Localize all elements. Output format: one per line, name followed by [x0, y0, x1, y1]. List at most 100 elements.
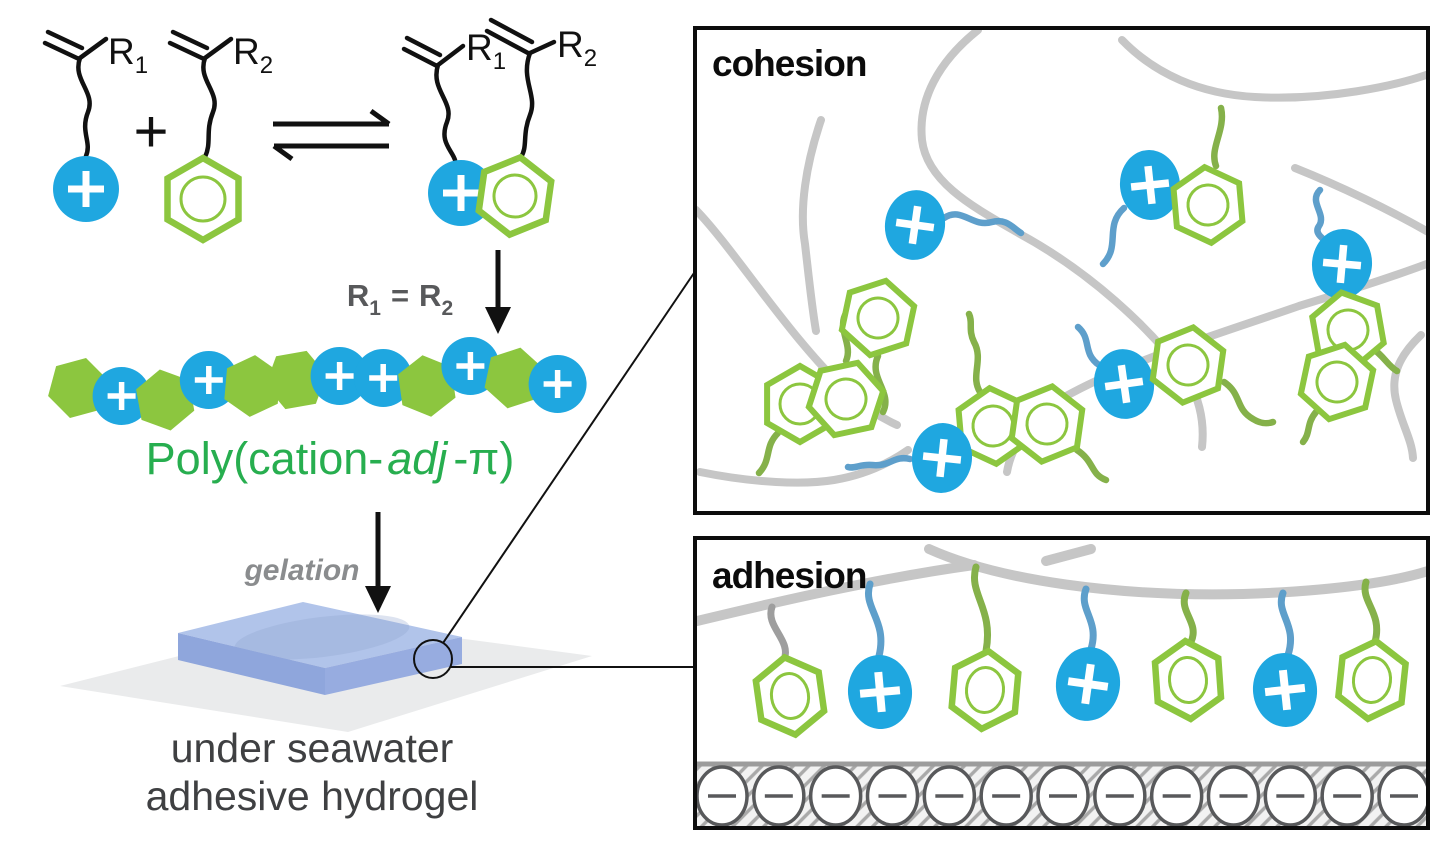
- pendant-tether: [1080, 585, 1097, 653]
- surface-anion-icon: [1263, 765, 1318, 826]
- hydrogel-illustration: [60, 272, 695, 732]
- bond-to-r1: [77, 36, 109, 61]
- arene-icon: [1008, 382, 1086, 466]
- cation-icon: [1093, 349, 1155, 419]
- callout-line-upper: [442, 272, 695, 644]
- bond-to-r2: [527, 39, 557, 56]
- arene-icon: [805, 359, 887, 439]
- polymer-chain: [48, 337, 587, 431]
- pendant-tether: [1361, 578, 1381, 646]
- surface-anion-icon: [865, 765, 920, 826]
- surface-anion-icon: [979, 765, 1033, 826]
- surface-anion-icon: [922, 765, 977, 826]
- cation-icon: [92, 367, 151, 425]
- polymer-unit-arene-icon: [265, 350, 327, 410]
- polymer-unit-arene-icon: [398, 355, 456, 417]
- pendant-tether: [1220, 378, 1277, 427]
- gelation-label: gelation: [243, 554, 359, 587]
- r2-label: R2: [233, 31, 273, 79]
- cation-icon: [1252, 653, 1318, 727]
- surface-anion-icon: [752, 765, 806, 826]
- pendant-tether: [1211, 104, 1226, 170]
- polymer-backbone-chain: [697, 560, 979, 626]
- arene-icon: [752, 653, 828, 739]
- pendant-tether: [844, 454, 914, 471]
- cation-icon: [179, 351, 238, 409]
- bond-to-r2: [202, 36, 234, 61]
- pendant-tether: [1073, 446, 1110, 484]
- pendant-tether: [865, 580, 885, 660]
- polymer-unit-arene-icon: [484, 347, 544, 409]
- vinyl-double-bond: [42, 29, 85, 62]
- pendant-tether: [1299, 408, 1320, 446]
- adhesion-pendants: [752, 637, 1409, 739]
- hydrogel-slab-top-face: [178, 602, 462, 668]
- cation-icon: [1055, 647, 1121, 721]
- surface-anion-icon: [1036, 765, 1090, 826]
- adhesion-panel: adhesion: [693, 536, 1430, 830]
- pendant-tether: [971, 563, 991, 655]
- surface-anion-icon: [1320, 765, 1374, 826]
- cohesion-pendants: [764, 150, 1387, 493]
- surface-anion-row: [697, 765, 1426, 826]
- pendant-tether: [1277, 589, 1294, 659]
- alkyl-tail: [76, 55, 92, 159]
- r1-label: R1: [108, 31, 148, 79]
- polymer-backbone-chain: [924, 544, 1426, 600]
- polymer-backbone-chain: [798, 116, 825, 335]
- adhesion-backbone-chains: [697, 544, 1426, 626]
- caption-line-2: adhesive hydrogel: [146, 773, 479, 819]
- polymer-backbone-chain: [1041, 544, 1096, 566]
- cation-arene-complex-structure: R1 R2: [401, 17, 597, 163]
- arene-icon: [1149, 323, 1227, 407]
- pendant-tether: [1074, 323, 1103, 369]
- vinyl-double-bond: [167, 29, 210, 62]
- polymer-unit-arene-icon: [224, 355, 281, 417]
- hydrogel-slab-shading: [234, 614, 410, 660]
- r1-label: R1: [466, 27, 506, 75]
- polymer-backbone-chain: [1291, 164, 1426, 236]
- cation-icon: [911, 423, 973, 493]
- cation-icon: [354, 349, 413, 407]
- arene-icon: [1170, 163, 1246, 247]
- plus-sign: +: [133, 98, 168, 165]
- cohesion-title: cohesion: [712, 43, 866, 84]
- bond-to-r1: [435, 43, 466, 68]
- scheme-pendant-groups: [53, 153, 555, 244]
- arene-icon: [838, 277, 918, 359]
- hydrogel-slab-left-face: [178, 633, 325, 695]
- polymer-name: Poly(cation-adj-π): [146, 433, 515, 484]
- arene-icon: [164, 154, 242, 244]
- arene-icon: [475, 153, 555, 239]
- alkyl-tail: [434, 62, 458, 163]
- arene-icon: [1151, 637, 1225, 723]
- cation-icon: [847, 655, 913, 729]
- polymer-backbone-chain: [1118, 36, 1426, 102]
- cation-icon: [884, 190, 946, 260]
- cation-icon: [441, 337, 500, 395]
- arene-icon: [1297, 341, 1377, 423]
- equilibrium-arrow-forward: [273, 108, 391, 127]
- surface-anion-icon: [697, 765, 749, 826]
- vinyl-double-bond: [401, 35, 443, 69]
- polymer-unit-arene-icon: [136, 369, 195, 431]
- gelation-arrow: [365, 512, 391, 613]
- cation-icon: [310, 347, 369, 405]
- surface-anion-icon: [1377, 765, 1426, 826]
- surface-anion-icon: [808, 765, 863, 826]
- alkyl-tail: [518, 50, 535, 160]
- caption-line-1: under seawater: [171, 725, 454, 771]
- pendant-tether: [755, 429, 782, 477]
- cation-icon: [1311, 229, 1373, 299]
- hydrogel-slab-right-face: [325, 637, 462, 695]
- polymerization-arrow: [485, 250, 511, 334]
- equilibrium-arrow-reverse: [272, 143, 389, 162]
- alkyl-tail: [201, 55, 217, 160]
- condition-label: R1=R2: [347, 278, 453, 320]
- arene-icon: [948, 647, 1022, 733]
- adhesion-title: adhesion: [712, 555, 866, 596]
- reaction-scheme: R1 + R2 R1 R2 R1=R2: [42, 17, 695, 819]
- cohesion-panel: cohesion: [693, 26, 1430, 515]
- vinyl-double-bond: [484, 17, 535, 56]
